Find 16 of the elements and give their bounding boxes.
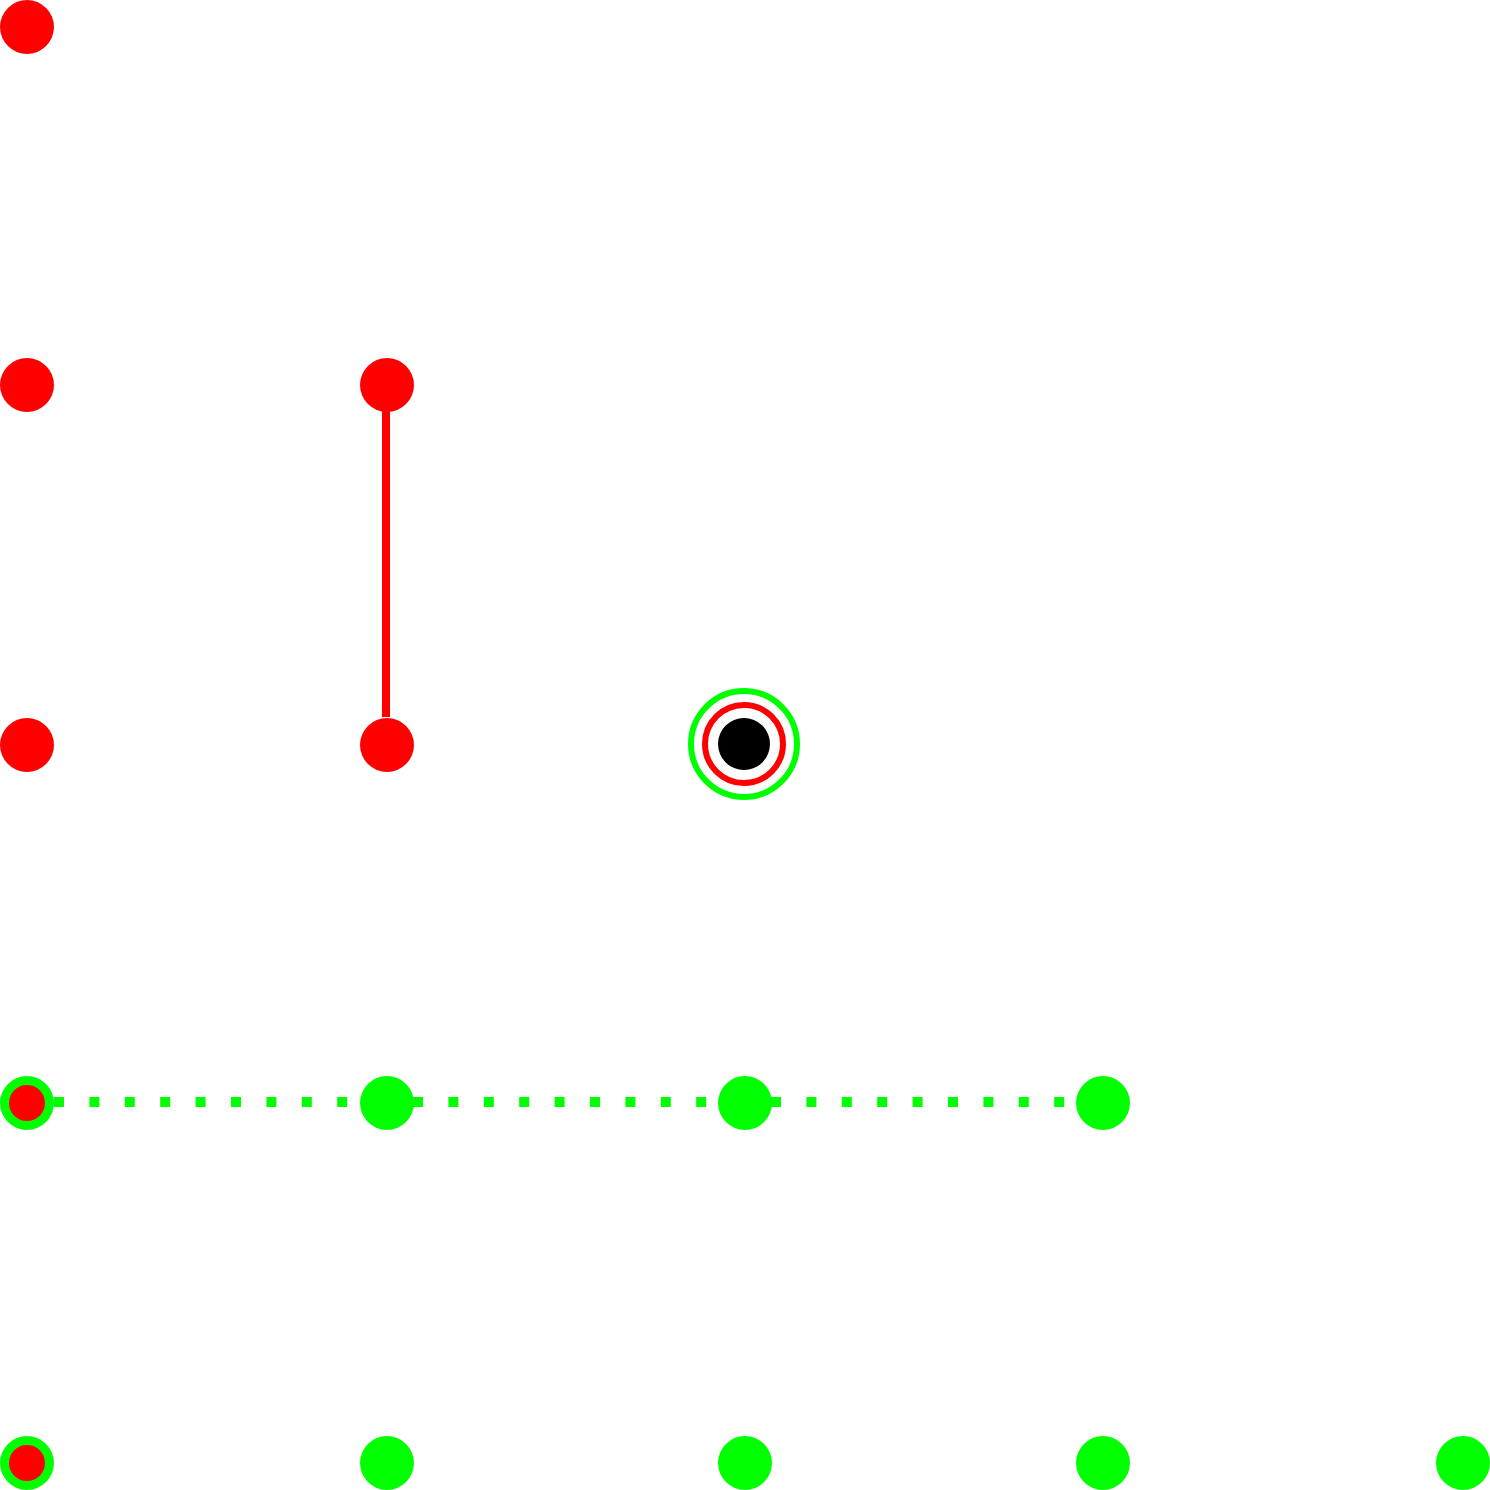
vertex-dot [1436,1436,1490,1490]
nested-dot [0,1075,54,1129]
vertex-dot [359,717,413,771]
vertex-dot [0,0,54,54]
vertex-dot [0,717,54,771]
ringed-dot [688,688,800,800]
vertex-dot [359,1436,413,1490]
vertex-dot [359,1075,413,1129]
vertex-dot [1075,1436,1129,1490]
nested-dot [0,1436,54,1490]
vertex-dot [0,357,54,411]
connector-line [382,411,390,717]
vertex-dot [1075,1075,1129,1129]
vertex-dot [359,357,413,411]
vertex-dot [717,1436,771,1490]
vertex-dot [717,1075,771,1129]
